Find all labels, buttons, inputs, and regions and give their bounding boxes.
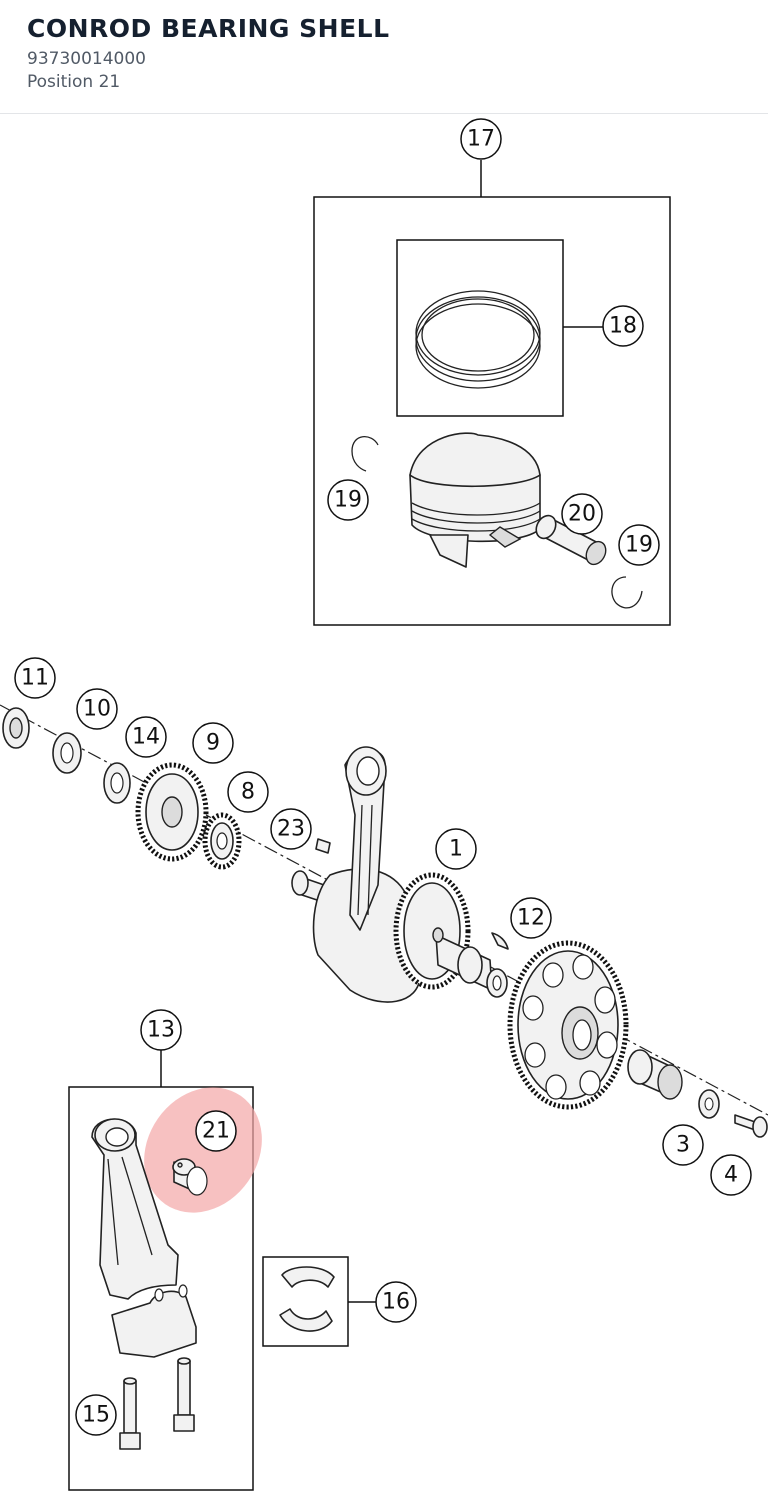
conrod-assembly-frame (68, 1086, 254, 1491)
woodruff-key (315, 838, 331, 854)
callout-15[interactable]: 15 (75, 1394, 117, 1436)
circlip-right (611, 576, 643, 609)
callout-12[interactable]: 12 (510, 897, 552, 939)
callout-16[interactable]: 16 (375, 1281, 417, 1323)
connecting-rod (91, 1118, 179, 1300)
svg-text:23: 23 (277, 817, 305, 842)
svg-text:9: 9 (206, 731, 220, 756)
callout-19-right[interactable]: 19 (618, 524, 660, 566)
piston-ring-set (415, 290, 541, 389)
callout-11[interactable]: 11 (14, 657, 56, 699)
primary-gear (135, 762, 209, 862)
needle-bearing (627, 1049, 683, 1100)
screw-4 (734, 1114, 768, 1138)
svg-text:19: 19 (334, 488, 362, 513)
callout-23[interactable]: 23 (270, 808, 312, 850)
crankshaft (291, 746, 508, 1003)
callout-13[interactable]: 13 (140, 1009, 182, 1051)
callout-9[interactable]: 9 (192, 722, 234, 764)
svg-text:8: 8 (241, 780, 255, 805)
callout-19-left[interactable]: 19 (327, 479, 369, 521)
piston-group-frame (313, 196, 671, 626)
washer-3 (698, 1089, 720, 1119)
crank-spacer (103, 762, 131, 804)
svg-text:19: 19 (625, 533, 653, 558)
crank-washer (52, 732, 82, 774)
callout-1[interactable]: 1 (435, 828, 477, 870)
starter-gear (507, 940, 629, 1110)
callout-17[interactable]: 17 (460, 118, 502, 160)
piston-rings-frame (396, 239, 564, 417)
svg-text:10: 10 (83, 697, 111, 722)
exploded-parts-diagram: 17 18 19 20 19 11 10 14 9 8 23 1 12 13 3… (0, 118, 768, 1491)
svg-text:15: 15 (82, 1403, 110, 1428)
svg-text:17: 17 (467, 127, 495, 152)
svg-text:1: 1 (449, 837, 463, 862)
callout-20[interactable]: 20 (561, 493, 603, 535)
conrod-bearing-shell (172, 1158, 208, 1196)
callout-21[interactable]: 21 (195, 1110, 237, 1152)
conrod-cap (111, 1284, 197, 1358)
crank-bearing-shells (279, 1266, 335, 1332)
balancer-drive-gear (202, 812, 242, 870)
part-title: CONROD BEARING SHELL (27, 14, 390, 43)
callout-4[interactable]: 4 (710, 1154, 752, 1196)
svg-text:20: 20 (568, 502, 596, 527)
position-label: Position 21 (27, 72, 121, 92)
callout-14[interactable]: 14 (125, 716, 167, 758)
circlip-left (351, 436, 379, 472)
svg-text:21: 21 (202, 1119, 230, 1144)
svg-text:14: 14 (132, 725, 160, 750)
svg-text:11: 11 (21, 666, 49, 691)
callout-8[interactable]: 8 (227, 771, 269, 813)
part-number: 93730014000 (27, 49, 146, 69)
callout-10[interactable]: 10 (76, 688, 118, 730)
svg-text:18: 18 (609, 314, 637, 339)
segment-key (491, 932, 509, 950)
svg-text:12: 12 (517, 906, 545, 931)
svg-text:16: 16 (382, 1290, 410, 1315)
part-header: CONROD BEARING SHELL 93730014000 Positio… (0, 0, 768, 114)
conrod-bolts (119, 1357, 195, 1450)
callout-18[interactable]: 18 (602, 305, 644, 347)
piston (409, 432, 541, 568)
callout-3[interactable]: 3 (662, 1124, 704, 1166)
svg-text:13: 13 (147, 1018, 175, 1043)
svg-text:4: 4 (724, 1163, 738, 1188)
svg-text:3: 3 (676, 1133, 690, 1158)
piston-pin (535, 514, 607, 566)
crank-nut (2, 707, 30, 749)
